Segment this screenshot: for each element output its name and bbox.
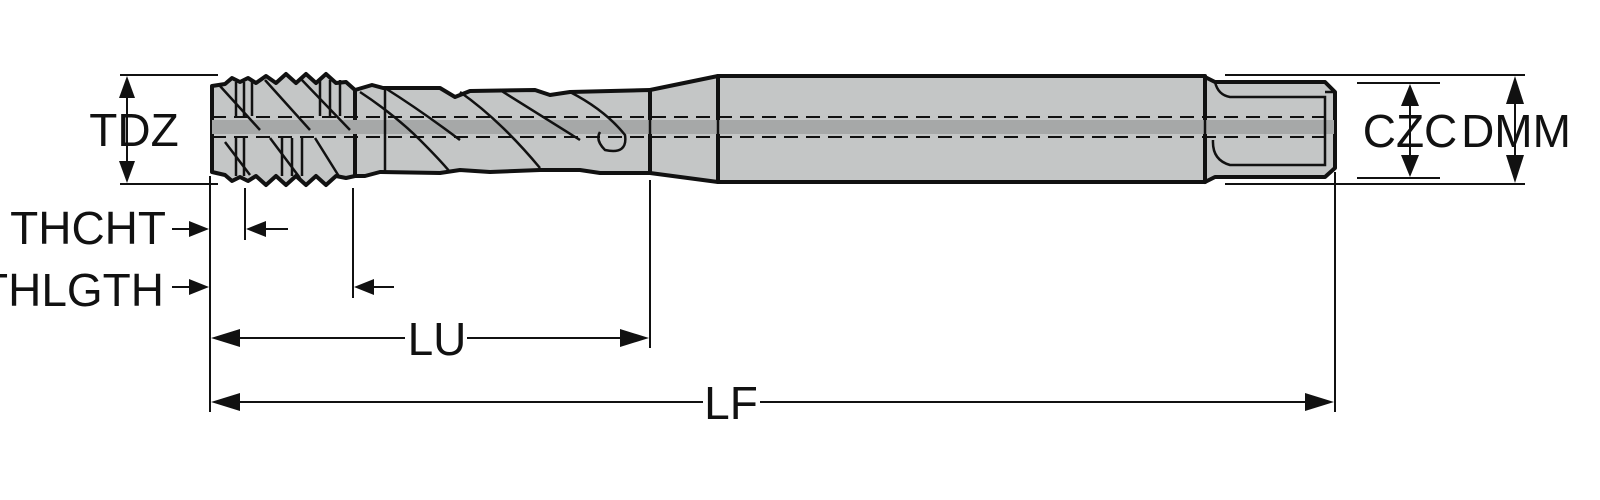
czc-label: CZC — [1363, 105, 1458, 157]
tdz-label: TDZ — [89, 104, 178, 156]
lu-dimension: LU — [211, 313, 649, 365]
lf-dimension: LF — [211, 377, 1334, 429]
thcht-label: THCHT — [10, 202, 166, 254]
thread-lines — [219, 77, 351, 179]
tool-drawing — [210, 72, 1337, 187]
dmm-dimension: DMM — [1225, 74, 1571, 185]
axis-band — [212, 120, 1334, 134]
lu-label: LU — [408, 313, 467, 365]
drive-end-lines — [648, 76, 1335, 182]
extension-lines — [209, 172, 1336, 412]
thcht-dimension: THCHT — [10, 202, 288, 254]
flute-lines — [359, 86, 627, 173]
czc-dimension: CZC — [1357, 82, 1458, 179]
tdz-dimension: TDZ — [89, 74, 218, 185]
lf-label: LF — [704, 377, 758, 429]
dmm-label: DMM — [1461, 105, 1571, 157]
